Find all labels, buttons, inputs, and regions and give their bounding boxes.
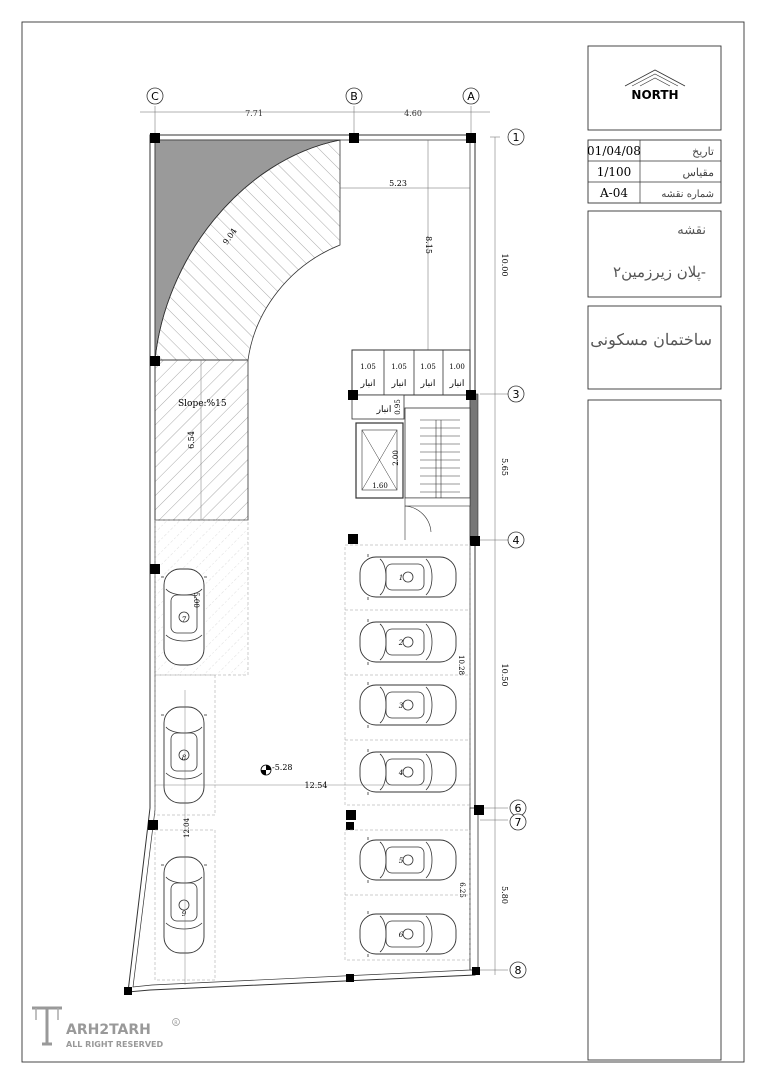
grid-bubble-6: 6 xyxy=(509,799,527,817)
svg-text:6: 6 xyxy=(515,802,522,815)
store-label-4: انبار xyxy=(449,379,465,389)
parking-car-3: 3 xyxy=(359,681,457,729)
level-marker-icon xyxy=(260,764,272,776)
dim-store-w3: 1.05 xyxy=(420,363,436,371)
drawing-name: پلان زیرزمین۲- xyxy=(613,263,706,281)
logo-tagline: ALL RIGHT RESERVED xyxy=(66,1040,163,1049)
svg-text:6: 6 xyxy=(399,931,404,939)
brand-logo: ARH2TARH ALL RIGHT RESERVED R xyxy=(32,1006,180,1049)
dim-overall-width: 12.54 xyxy=(305,781,328,790)
dim-store-w2: 1.05 xyxy=(391,363,407,371)
svg-text:5: 5 xyxy=(399,857,404,865)
scale-label: مقیاس xyxy=(682,166,714,179)
date-label: تاریخ xyxy=(692,145,714,158)
grid-bubble-4: 4 xyxy=(507,531,525,549)
elevator-shaft xyxy=(355,422,404,499)
dim-row-1-3: 10.00 xyxy=(500,254,509,277)
structural-columns xyxy=(124,133,484,995)
svg-text:1: 1 xyxy=(399,574,403,582)
dim-elevator-h: 2.00 xyxy=(392,450,400,466)
parking-car-9: 9 xyxy=(160,856,208,954)
dim-b-to-a: 4.60 xyxy=(404,109,422,118)
dim-parking-right-length: 10.28 xyxy=(457,655,465,675)
dim-c-to-b: 7.71 xyxy=(245,109,263,118)
parking-car-5: 5 xyxy=(359,836,457,884)
dim-lower-right-length: 6.25 xyxy=(458,882,466,898)
parking-car-8: 8 xyxy=(160,706,208,804)
sheet-number-label: شماره نقشه xyxy=(661,189,714,200)
svg-text:8: 8 xyxy=(515,964,522,977)
svg-text:4: 4 xyxy=(398,769,403,777)
parking-car-6: 6 xyxy=(359,910,457,958)
svg-text:2: 2 xyxy=(398,639,404,647)
dim-parking-7-length: 5.00 xyxy=(192,592,200,608)
grid-bubble-1: 1 xyxy=(507,128,525,146)
parking-car-2: 2 xyxy=(359,618,457,666)
north-label: NORTH xyxy=(631,88,678,102)
sheet-border xyxy=(21,21,745,1063)
date-value: 01/04/08 xyxy=(587,144,641,158)
dim-ramp-straight: 6.54 xyxy=(187,431,196,449)
dim-elevator-w: 1.60 xyxy=(372,482,388,490)
svg-text:A: A xyxy=(467,90,475,103)
grid-bubble-3: 3 xyxy=(507,385,525,403)
store-label-1: انبار xyxy=(360,379,376,389)
svg-text:8: 8 xyxy=(182,754,187,762)
ramp-slope-label: Slope:%15 xyxy=(178,399,227,409)
svg-text:7: 7 xyxy=(182,616,187,624)
dim-store-w4: 1.00 xyxy=(449,363,465,371)
parking-car-4: 4 xyxy=(359,748,457,796)
grid-bubble-b: B xyxy=(345,87,363,105)
drawing-heading: نقشه xyxy=(677,223,706,238)
svg-text:3: 3 xyxy=(399,702,404,710)
north-arrow-icon xyxy=(624,69,686,87)
level-label: -5.28 xyxy=(272,763,293,772)
scale-value: 1/100 xyxy=(597,165,632,179)
svg-text:1: 1 xyxy=(513,131,520,144)
grid-bubble-a: A xyxy=(462,87,480,105)
logo-brand: ARH2TARH xyxy=(66,1022,151,1038)
project-name: ساختمان مسکونی xyxy=(590,330,712,349)
dim-left-length: 12.04 xyxy=(183,817,191,838)
parking-car-7: 7 xyxy=(160,568,208,666)
svg-text:R: R xyxy=(174,1021,178,1027)
store-label-2: انبار xyxy=(391,379,407,389)
dim-store-h: 0.95 xyxy=(394,399,402,415)
dim-row-7-8: 5.80 xyxy=(500,886,509,904)
grid-bubble-c: C xyxy=(146,87,164,105)
grid-bubble-7: 7 xyxy=(509,813,527,831)
ramp-curved-section xyxy=(154,139,341,361)
svg-text:3: 3 xyxy=(513,388,520,401)
svg-text:9: 9 xyxy=(182,910,187,918)
project-name-box xyxy=(587,305,722,390)
staircase xyxy=(404,407,471,540)
drawing-name-box xyxy=(587,210,722,298)
svg-text:C: C xyxy=(151,90,159,103)
parking-car-1: 1 xyxy=(359,553,457,601)
north-box xyxy=(587,45,722,131)
grid-bubble-8: 8 xyxy=(509,961,527,979)
store-label-5: انبار xyxy=(376,405,392,415)
svg-text:7: 7 xyxy=(515,816,522,829)
sheet-number-value: A-04 xyxy=(599,186,628,200)
store-label-3: انبار xyxy=(420,379,436,389)
dim-store-w1: 1.05 xyxy=(360,363,376,371)
ramp-straight-section xyxy=(154,359,249,521)
storage-rooms xyxy=(351,349,471,420)
dim-row-4-6: 10.50 xyxy=(500,664,509,687)
svg-text:B: B xyxy=(350,90,358,103)
title-block: NORTH 01/04/08 تاریخ 1/100 مقیاس A-04 شم… xyxy=(587,45,722,1061)
info-table xyxy=(587,139,722,204)
notes-box xyxy=(587,399,722,1061)
dim-ramp-top-width: 5.23 xyxy=(389,179,407,188)
svg-text:4: 4 xyxy=(513,534,520,547)
dim-row-3-4: 5.65 xyxy=(500,458,509,476)
dim-ramp-depth: 8.15 xyxy=(424,236,433,254)
